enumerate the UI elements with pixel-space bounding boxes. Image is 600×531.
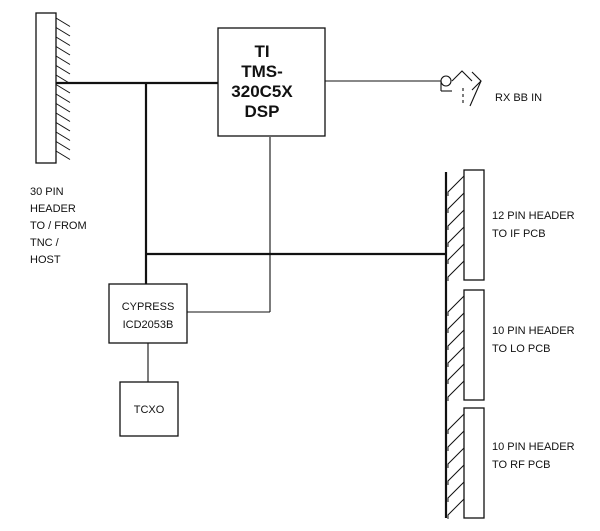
if-header-connector	[447, 169, 485, 281]
svg-text:HOST: HOST	[30, 254, 61, 266]
rf-header-label: 10 PIN HEADER TO RF PCB	[492, 441, 575, 471]
connector-pin	[55, 55, 71, 65]
connector-pin	[447, 243, 465, 264]
connector-pin	[447, 346, 465, 367]
connector-pin	[55, 65, 71, 75]
rx-bb-in-label: RX BB IN	[495, 92, 542, 104]
if-header-label: 12 PIN HEADER TO IF PCB	[492, 210, 575, 240]
clock-label-line-2: ICD2053B	[123, 319, 174, 331]
connector-pin	[447, 175, 465, 196]
connector-pin	[55, 27, 71, 37]
dsp-label-line-1: TI	[254, 42, 269, 61]
connector-pin	[55, 93, 71, 103]
svg-text:TO / FROM: TO / FROM	[30, 220, 87, 232]
clock-generator-block: CYPRESS ICD2053B	[108, 283, 188, 344]
svg-text:30 PIN: 30 PIN	[30, 186, 64, 198]
clock-label-line-1: CYPRESS	[122, 301, 175, 313]
svg-text:TNC /: TNC /	[30, 237, 60, 249]
connector-pin	[55, 150, 71, 160]
connector-pin	[447, 380, 465, 401]
svg-text:HEADER: HEADER	[30, 203, 76, 215]
lo-header-label: 10 PIN HEADER TO LO PCB	[492, 325, 575, 355]
connector-pin	[447, 260, 465, 281]
host-header-connector	[35, 12, 71, 164]
host-header-label: 30 PIN HEADER TO / FROM TNC / HOST	[30, 186, 87, 266]
connector-pin	[55, 103, 71, 113]
svg-text:10 PIN HEADER: 10 PIN HEADER	[492, 441, 575, 453]
connector-pin	[447, 481, 465, 502]
bus-wiring	[56, 80, 448, 518]
tcxo-block: TCXO	[119, 381, 179, 437]
connector-pin	[447, 430, 465, 451]
connector-pin	[55, 141, 71, 151]
connector-pin	[55, 46, 71, 56]
connector-pin	[447, 295, 465, 316]
connector-pin	[447, 363, 465, 384]
lo-header-connector	[447, 289, 485, 401]
dsp-label-line-2: TMS-	[241, 62, 283, 81]
svg-text:12 PIN HEADER: 12 PIN HEADER	[492, 210, 575, 222]
svg-text:10 PIN HEADER: 10 PIN HEADER	[492, 325, 575, 337]
connector-pin	[447, 226, 465, 247]
connector-pin	[447, 329, 465, 350]
connector-pin	[447, 413, 465, 434]
connector-pin	[55, 84, 71, 94]
connector-pin	[55, 36, 71, 46]
tcxo-label: TCXO	[134, 404, 165, 416]
connector-pin	[447, 312, 465, 333]
rf-header-connector	[447, 407, 485, 519]
connector-pin	[447, 498, 465, 519]
svg-text:TO IF PCB: TO IF PCB	[492, 228, 546, 240]
connector-pin	[55, 17, 71, 27]
rx-jack-icon	[440, 70, 482, 107]
connector-pin	[447, 464, 465, 485]
dsp-label-line-4: DSP	[245, 102, 280, 121]
connector-pin	[447, 447, 465, 468]
dsp-block: TI TMS- 320C5X DSP	[217, 27, 326, 137]
dsp-label-line-3: 320C5X	[231, 82, 293, 101]
connector-pin	[55, 122, 71, 132]
connector-pin	[55, 131, 71, 141]
connector-pin	[447, 209, 465, 230]
connector-pin	[447, 192, 465, 213]
connector-pin	[55, 112, 71, 122]
svg-text:TO LO PCB: TO LO PCB	[492, 343, 550, 355]
svg-text:TO RF PCB: TO RF PCB	[492, 459, 550, 471]
